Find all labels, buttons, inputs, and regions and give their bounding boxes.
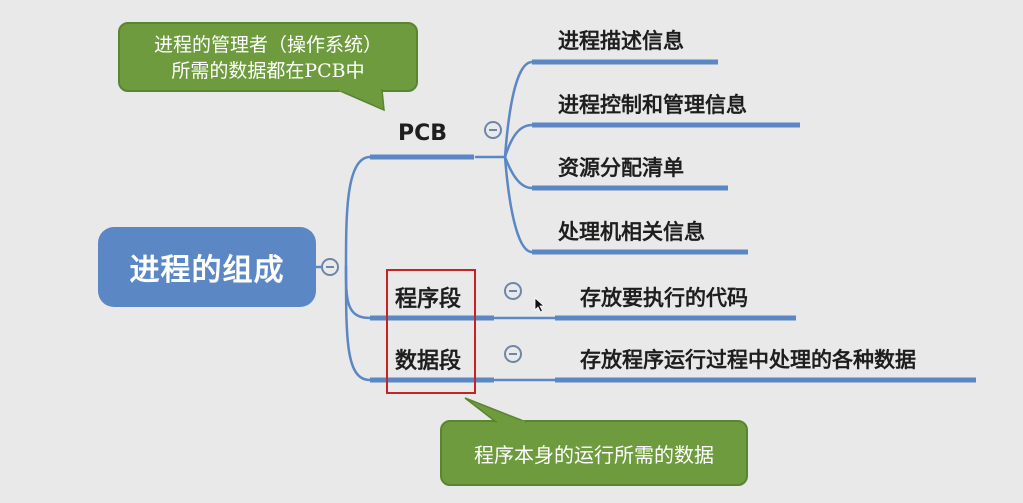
leaf-pcb-2[interactable]: 进程控制和管理信息 — [558, 93, 747, 117]
leaf-pcb-3[interactable]: 资源分配清单 — [558, 156, 684, 180]
leaf-program-1[interactable]: 存放要执行的代码 — [580, 286, 748, 310]
branch-program[interactable]: 程序段 — [395, 287, 462, 312]
link-pcb-child-4 — [503, 155, 534, 254]
link-data — [344, 265, 372, 382]
highlight-box — [386, 269, 476, 394]
leaf-pcb-4[interactable]: 处理机相关信息 — [558, 220, 705, 244]
collapse-pcb-icon[interactable] — [484, 121, 502, 139]
mouse-cursor-icon — [534, 297, 546, 313]
link-pcb-child-1 — [503, 60, 534, 159]
collapse-root-icon[interactable] — [321, 258, 339, 276]
collapse-data-icon[interactable] — [504, 345, 522, 363]
branch-pcb[interactable]: PCB — [398, 121, 448, 146]
root-node[interactable]: 进程的组成 — [98, 227, 316, 307]
leaf-data-1[interactable]: 存放程序运行过程中处理的各种数据 — [580, 348, 916, 372]
callout-top-line-1: 进程的管理者（操作系统） — [153, 34, 382, 56]
callout-bottom: 程序本身的运行所需的数据 — [440, 420, 748, 486]
link-pcb-child-2 — [503, 123, 534, 159]
leaf-pcb-1[interactable]: 进程描述信息 — [558, 29, 684, 53]
callout-top-line-2: 所需的数据都在PCB中 — [171, 60, 365, 82]
callout-top: 进程的管理者（操作系统） 所需的数据都在PCB中 — [118, 22, 418, 92]
collapse-program-icon[interactable] — [504, 282, 522, 300]
link-pcb — [344, 155, 372, 269]
link-pcb-child-3 — [503, 155, 534, 190]
branch-data[interactable]: 数据段 — [395, 349, 462, 374]
